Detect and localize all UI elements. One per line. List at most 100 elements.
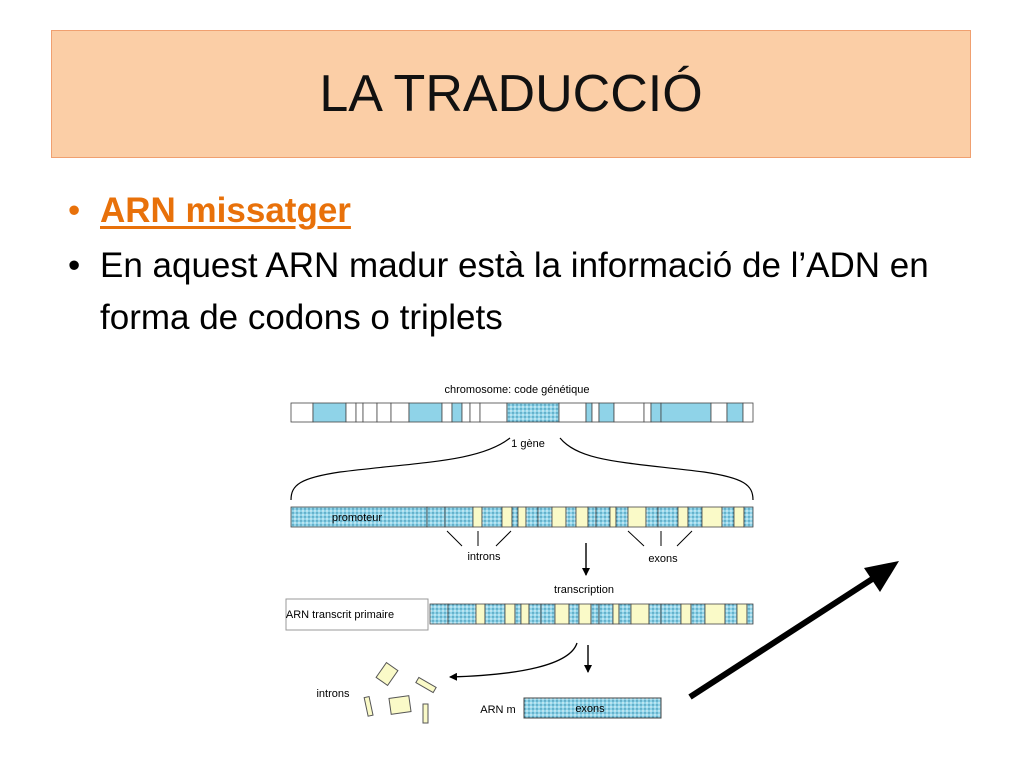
exon-segment — [721, 506, 735, 528]
chromosome-segment — [408, 402, 443, 423]
chromosome-segment — [390, 402, 410, 423]
gene-brace — [290, 437, 754, 501]
exon-segment — [615, 506, 629, 528]
chromosome-segment — [506, 402, 560, 423]
bullet-text-info: En aquest ARN madur està la informació d… — [100, 246, 929, 337]
exon-segment — [444, 506, 474, 528]
bullet-item-mrna: • ARN missatger — [60, 186, 960, 236]
gene-label: 1 gène — [511, 438, 545, 450]
intron-segment — [517, 506, 527, 528]
exon-segment — [618, 603, 632, 625]
chromosome-segment — [585, 402, 593, 423]
intron-segment — [704, 603, 726, 625]
chromosome-segment — [461, 402, 471, 423]
excised-introns-label: introns — [316, 688, 350, 700]
chromosome-segment — [710, 402, 728, 423]
exon-segment — [595, 506, 611, 528]
bullet-text-mrna: ARN missatger — [100, 191, 351, 230]
intron-segment — [472, 506, 483, 528]
chromosome-segment — [451, 402, 463, 423]
transcription-label: transcription — [554, 584, 614, 596]
intron-segment — [630, 603, 650, 625]
exon-segment — [481, 506, 503, 528]
chromosome-segment — [290, 402, 314, 423]
chromosome-segment — [558, 402, 587, 423]
exons-label: exons — [648, 553, 678, 565]
intron-segment — [612, 603, 620, 625]
chromosome-segment — [726, 402, 744, 423]
intron-segment — [677, 506, 689, 528]
big-arrow-shaft — [688, 571, 882, 700]
intron-pointers — [446, 530, 512, 547]
promoter-label: promoteur — [332, 512, 382, 524]
exon-segment — [743, 506, 754, 528]
intron-segment — [627, 506, 647, 528]
bullet-item-info: • En aquest ARN madur està la informació… — [60, 240, 960, 344]
chromosome-segment — [613, 402, 645, 423]
exon-segment — [648, 603, 662, 625]
chromosome-segment — [345, 402, 357, 423]
exon-segment — [568, 603, 580, 625]
intron-segment — [701, 506, 723, 528]
chromosome-segment — [660, 402, 712, 423]
slide-title: LA TRADUCCIÓ — [319, 65, 703, 123]
chromosome-segment — [598, 402, 615, 423]
intron-segment — [736, 603, 748, 625]
chromosome-segment — [650, 402, 662, 423]
chromosome-segment — [355, 402, 364, 423]
mrna-label: ARN m — [480, 704, 515, 716]
chromosome-segment — [479, 402, 508, 423]
exon-segment — [447, 603, 477, 625]
exon-segment — [645, 506, 659, 528]
primary-transcript-bar — [429, 603, 754, 625]
exon-pointers — [627, 530, 693, 547]
primary-transcript-label-box — [285, 598, 429, 631]
chromosome-segment — [591, 402, 600, 423]
introns-label: introns — [467, 551, 501, 563]
bullet-list: • ARN missatger • En aquest ARN madur es… — [60, 186, 960, 344]
big-arrow-head — [864, 561, 899, 592]
exon-segment — [746, 603, 754, 625]
exon-segment — [426, 506, 446, 528]
mrna-bar — [523, 697, 662, 719]
chromosome-segment — [469, 402, 481, 423]
exon-segment — [660, 603, 682, 625]
exon-segment — [687, 506, 703, 528]
exon-segment — [587, 506, 597, 528]
bullet-dot: • — [68, 246, 81, 285]
intron-segment — [520, 603, 530, 625]
chromosome-segment — [312, 402, 347, 423]
intron-segment — [475, 603, 486, 625]
exon-segment — [590, 603, 600, 625]
intron-segment — [578, 603, 592, 625]
intron-segment — [501, 506, 513, 528]
chromosome-segment — [742, 402, 754, 423]
mrna-exons-label: exons — [575, 703, 605, 715]
chromosome-segment — [643, 402, 652, 423]
exon-segment — [598, 603, 614, 625]
bullet-dot: • — [68, 191, 81, 230]
title-box: LA TRADUCCIÓ — [51, 30, 971, 158]
exon-segment — [429, 603, 449, 625]
intron-segment — [504, 603, 516, 625]
splicing-arrow — [449, 642, 578, 681]
chromosome-bar — [290, 402, 754, 423]
intron-segment — [733, 506, 745, 528]
exon-segment — [690, 603, 706, 625]
chromosome-segment — [441, 402, 453, 423]
exon-segment — [657, 506, 679, 528]
exon-segment — [525, 506, 539, 528]
primary-transcript-label: ARN transcrit primaire — [286, 609, 394, 621]
exon-segment — [537, 506, 553, 528]
chromosome-segment — [362, 402, 378, 423]
exon-segment — [724, 603, 738, 625]
exon-segment — [511, 506, 519, 528]
intron-segment — [551, 506, 567, 528]
gene-bar — [290, 506, 754, 528]
chromosome-segment — [376, 402, 392, 423]
exon-segment — [484, 603, 506, 625]
exon-segment — [540, 603, 556, 625]
exon-segment — [565, 506, 577, 528]
exon-segment — [528, 603, 542, 625]
